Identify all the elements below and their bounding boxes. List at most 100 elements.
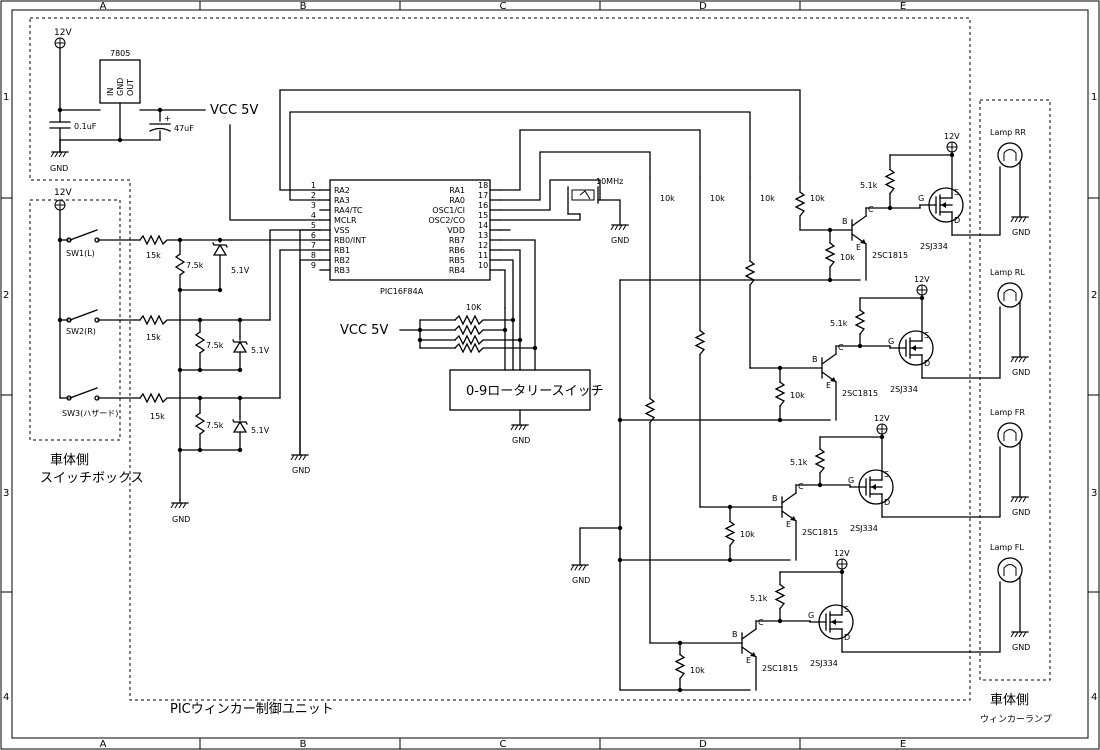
driver-12v-label: 12V	[944, 132, 960, 141]
pin-name-rb4: RB4	[449, 266, 465, 275]
pmos-s-pin: S	[844, 605, 849, 614]
mcu-left-pins: 1 2 3 4 5 6 7 8 9 RA2 RA3 RA4/TC MCLR VS…	[311, 181, 366, 275]
gate-resistor-label: 5.1k	[830, 319, 848, 328]
switchbox-title-line1: 車体側	[50, 453, 89, 468]
gnd-driver-label: GND	[572, 576, 590, 585]
pin-num-12: 12	[478, 241, 488, 250]
pin-num-10: 10	[478, 261, 488, 270]
gate-resistor-label: 5.1k	[860, 181, 878, 190]
pmos-part-label: 2SJ334	[850, 524, 878, 533]
pmos-s-pin: S	[884, 470, 889, 479]
ruler-rows-left: 1 2 3 4	[3, 92, 9, 703]
npn-b-pin: B	[842, 217, 848, 226]
lamp-bulb-icon	[997, 142, 1023, 168]
pulldown-3-label: 7.5k	[206, 421, 224, 430]
driver-12v-symbol	[946, 141, 958, 153]
pin-name-rb0: RB0/INT	[334, 236, 366, 245]
ruler-col-e: E	[900, 1, 906, 12]
pin-name-osc2: OSC2/CO	[428, 216, 465, 225]
regulator-label: 7805	[110, 49, 130, 58]
lamp-bulb-icon	[997, 557, 1023, 583]
pin-num-3: 3	[311, 201, 316, 210]
base-resistor-label: 10k	[760, 194, 775, 203]
pin-num-6: 6	[311, 231, 316, 240]
ruler-row-1: 1	[3, 92, 9, 103]
ruler-row-2-right: 2	[1091, 290, 1097, 301]
pmos-d-pin: D	[844, 633, 850, 642]
ruler-col-b-bottom: B	[300, 739, 307, 750]
reg-pin-out: OUT	[126, 79, 135, 96]
base-resistor-label: 10k	[660, 194, 675, 203]
pin-name-rb3: RB3	[334, 266, 350, 275]
zener-2-label: 5.1V	[251, 346, 270, 355]
npn-e-pin: E	[746, 656, 751, 665]
ruler-columns-top: A B C D E	[100, 1, 907, 12]
pmos-part-label: 2SJ334	[890, 385, 918, 394]
pmos-g-pin: G	[848, 476, 854, 485]
zener-3-label: 5.1V	[251, 426, 270, 435]
npn-e-pin: E	[826, 381, 831, 390]
pmos-part-label: 2SJ334	[920, 242, 948, 251]
mcu-part-label: PIC16F84A	[380, 287, 424, 296]
pin-num-13: 13	[478, 231, 488, 240]
pin-name-ra3: RA3	[334, 196, 350, 205]
driver-12v-symbol	[876, 423, 888, 435]
pin-num-2: 2	[311, 191, 316, 200]
ruler-col-d-bottom: D	[699, 739, 707, 750]
pin-num-14: 14	[478, 221, 488, 230]
ruler-row-2: 2	[3, 290, 9, 301]
npn-e-pin: E	[856, 243, 861, 252]
cap-small-label: 0.1uF	[74, 122, 97, 131]
rotary-switch-label: 0-9ロータリースイッチ	[466, 384, 604, 399]
pulldown-2-label: 7.5k	[206, 341, 224, 350]
power-12v-label: 12V	[54, 28, 72, 38]
ruler-row-4-right: 4	[1091, 692, 1097, 703]
input-r3-label: 15k	[150, 412, 165, 421]
pmos-part-label: 2SJ334	[810, 659, 838, 668]
driver-ground-bus	[570, 279, 861, 691]
lamp-bulb-icon	[997, 422, 1023, 448]
pin-num-11: 11	[478, 251, 488, 260]
power-12v-symbol	[54, 37, 66, 49]
gnd-rotary	[510, 424, 529, 431]
base-pulldown-label: 10k	[690, 666, 705, 675]
base-resistor-label: 10k	[810, 194, 825, 203]
driver-12v-label: 12V	[874, 414, 890, 423]
pin-name-rb6: RB6	[449, 246, 465, 255]
npn-c-pin: C	[838, 343, 844, 352]
lamp-name-label: Lamp RL	[990, 268, 1025, 277]
rotary-pullup-label: 10K	[466, 303, 482, 312]
electrolytic-cap-plate	[149, 127, 171, 132]
pmos-s-pin: S	[924, 331, 929, 340]
driver-12v-label: 12V	[914, 275, 930, 284]
base-pulldown-label: 10k	[840, 253, 855, 262]
switch-sw2-label: SW2(R)	[66, 327, 96, 336]
input-r1-label: 15k	[146, 251, 161, 260]
pin-num-1: 1	[311, 181, 316, 190]
base-pulldown-label: 10k	[790, 391, 805, 400]
gnd-input-label: GND	[172, 515, 190, 524]
npn-b-pin: B	[772, 494, 778, 503]
input-r2-label: 15k	[146, 333, 161, 342]
pin-name-ra0: RA0	[449, 196, 465, 205]
pin-name-vdd: VDD	[447, 226, 465, 235]
driver-12v-label: 12V	[834, 549, 850, 558]
ruler-row-3: 3	[3, 488, 9, 499]
ruler-col-e-bottom: E	[900, 739, 906, 750]
pin-name-ra4: RA4/TC	[334, 206, 363, 215]
power-supply-section: 12V 7805 IN GND OUT 0.1uF 47uF + VCC 5V …	[49, 28, 258, 173]
pin-name-vss: VSS	[334, 226, 350, 235]
gnd-input	[170, 499, 189, 509]
crystal-gnd-label: GND	[611, 236, 629, 245]
switchbox-12v-label: 12V	[54, 188, 72, 198]
reg-pin-in: IN	[106, 88, 115, 96]
lamp-name-label: Lamp FR	[990, 408, 1025, 417]
pin-name-osc1: OSC1/CI	[432, 206, 465, 215]
